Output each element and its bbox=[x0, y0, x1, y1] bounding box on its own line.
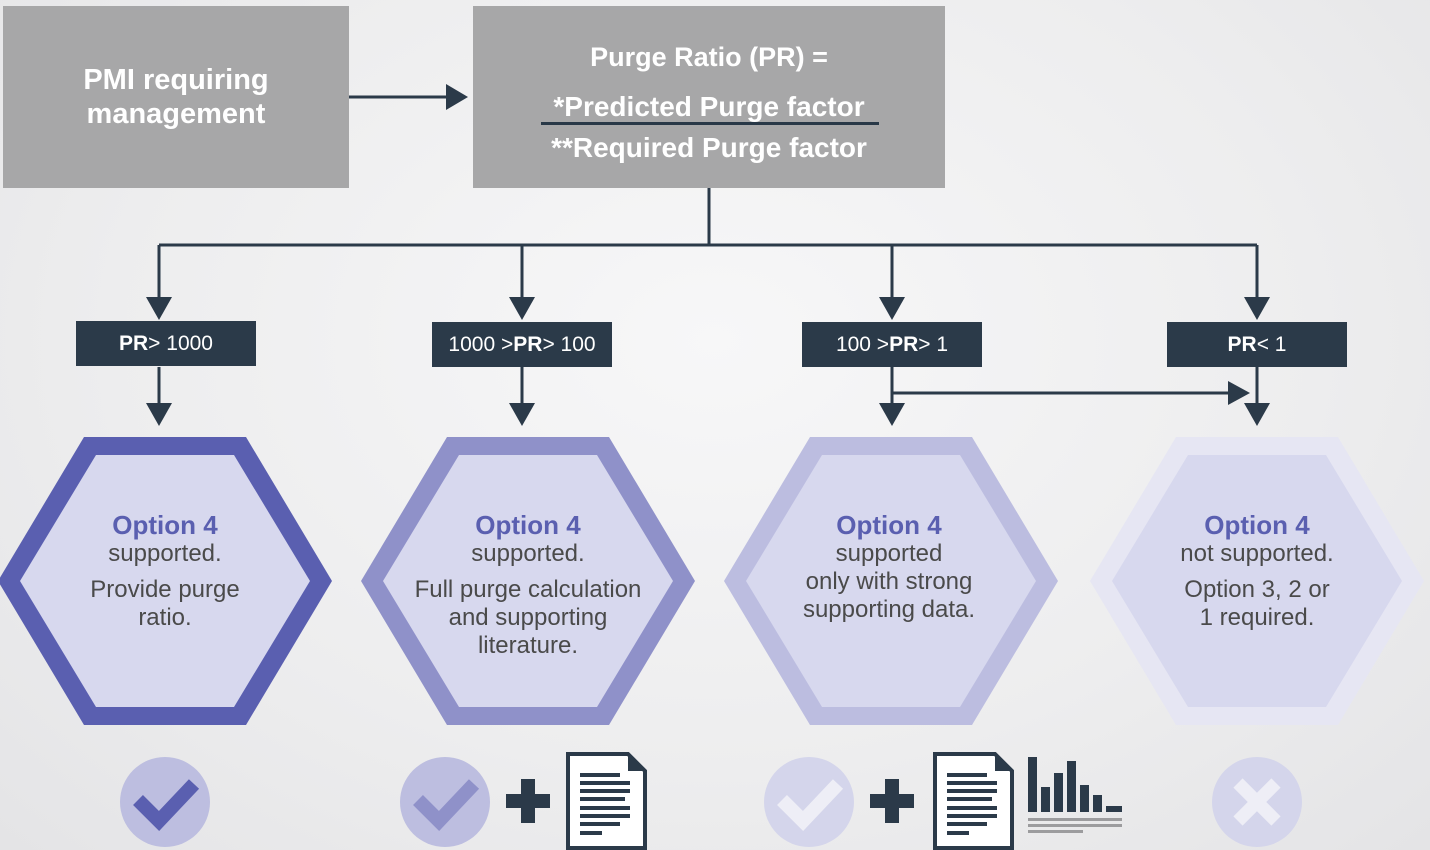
arrowhead-hex-4 bbox=[1244, 403, 1270, 426]
hexagon-4-title: Option 4 bbox=[1204, 510, 1310, 540]
purge-ratio-denominator: **Required Purge factor bbox=[551, 132, 867, 163]
hexagon-2-detail-3: literature. bbox=[477, 632, 579, 659]
condition-1-post: > 1000 bbox=[148, 331, 213, 355]
arrowhead-cond-2 bbox=[509, 297, 535, 320]
arrowhead-cond-4 bbox=[1244, 297, 1270, 320]
condition-4-pr: PR bbox=[1227, 332, 1257, 356]
condition-2-post: > 100 bbox=[542, 332, 596, 356]
hexagon-1-line-1: supported. bbox=[108, 540, 222, 567]
document-icon bbox=[566, 752, 647, 850]
condition-pr-less-1: PR < 1 bbox=[1167, 322, 1347, 367]
purge-ratio-title: Purge Ratio (PR) = bbox=[590, 42, 828, 72]
pmi-box-line1: PMI requiring bbox=[83, 64, 269, 96]
arrowhead-cond3-to-hex4 bbox=[1228, 381, 1250, 405]
hexagon-1-detail-1: Provide purge bbox=[90, 576, 240, 603]
arrowhead-hex-2 bbox=[509, 403, 535, 426]
hexagon-4-text: Option 4 not supported. Option 3, 2 or 1… bbox=[1132, 510, 1382, 632]
hexagon-3-title: Option 4 bbox=[836, 510, 942, 540]
arrowhead-to-pr bbox=[446, 84, 468, 110]
hexagon-2-line-1: supported. bbox=[471, 540, 585, 567]
hexagon-1-title: Option 4 bbox=[112, 510, 218, 540]
hexagon-2-detail-2: and supporting bbox=[448, 604, 608, 631]
condition-3-pre: 100 > bbox=[835, 332, 890, 356]
hexagon-3-text: Option 4 supported only with strong supp… bbox=[764, 510, 1014, 624]
purge-ratio-box: Purge Ratio (PR) = *Predicted Purge fact… bbox=[473, 6, 945, 188]
arrowhead-cond-1 bbox=[146, 297, 172, 320]
hexagon-4-detail-2: 1 required. bbox=[1199, 604, 1315, 631]
condition-4-post: < 1 bbox=[1256, 332, 1287, 356]
pmi-requiring-management-box: PMI requiring management bbox=[3, 6, 349, 188]
cross-icon bbox=[1212, 757, 1302, 847]
hexagon-2-text: Option 4 supported. Full purge calculati… bbox=[398, 510, 658, 660]
condition-2-pre: 1000 > bbox=[448, 332, 514, 356]
pmi-box-line2: management bbox=[86, 98, 266, 130]
hexagon-1-text: Option 4 supported. Provide purge ratio. bbox=[50, 510, 280, 632]
hexagon-3-line-1: supported bbox=[835, 540, 943, 567]
condition-2-pr: PR bbox=[513, 332, 543, 356]
hexagon-2-detail-1: Full purge calculation bbox=[414, 576, 642, 603]
plus-icon bbox=[870, 779, 914, 823]
bar-chart-icon bbox=[1028, 757, 1122, 833]
hexagon-1-detail-2: ratio. bbox=[138, 604, 192, 631]
condition-3-pr: PR bbox=[889, 332, 919, 356]
checkmark-icon bbox=[764, 757, 854, 847]
purge-ratio-numerator: *Predicted Purge factor bbox=[553, 91, 865, 122]
hexagon-2-title: Option 4 bbox=[475, 510, 581, 540]
fraction-line bbox=[541, 122, 879, 125]
hexagon-3-line-2: only with strong bbox=[805, 568, 973, 595]
checkmark-icon bbox=[120, 757, 210, 847]
checkmark-icon bbox=[400, 757, 490, 847]
condition-pr-between-100-1000: 1000 > PR > 100 bbox=[432, 322, 612, 367]
hexagon-3-line-3: supporting data. bbox=[802, 596, 976, 623]
document-icon bbox=[933, 752, 1014, 850]
condition-1-pr: PR bbox=[118, 331, 149, 355]
hexagon-4-detail-1: Option 3, 2 or bbox=[1184, 576, 1330, 603]
arrowhead-hex-3 bbox=[879, 403, 905, 426]
hexagon-4-line-1: not supported. bbox=[1180, 540, 1334, 567]
plus-icon bbox=[506, 779, 550, 823]
arrowhead-hex-1 bbox=[146, 403, 172, 426]
arrowhead-cond-3 bbox=[879, 297, 905, 320]
condition-3-post: > 1 bbox=[918, 332, 949, 356]
condition-pr-greater-1000: PR > 1000 bbox=[76, 321, 256, 366]
condition-pr-between-1-100: 100 > PR > 1 bbox=[802, 322, 982, 367]
